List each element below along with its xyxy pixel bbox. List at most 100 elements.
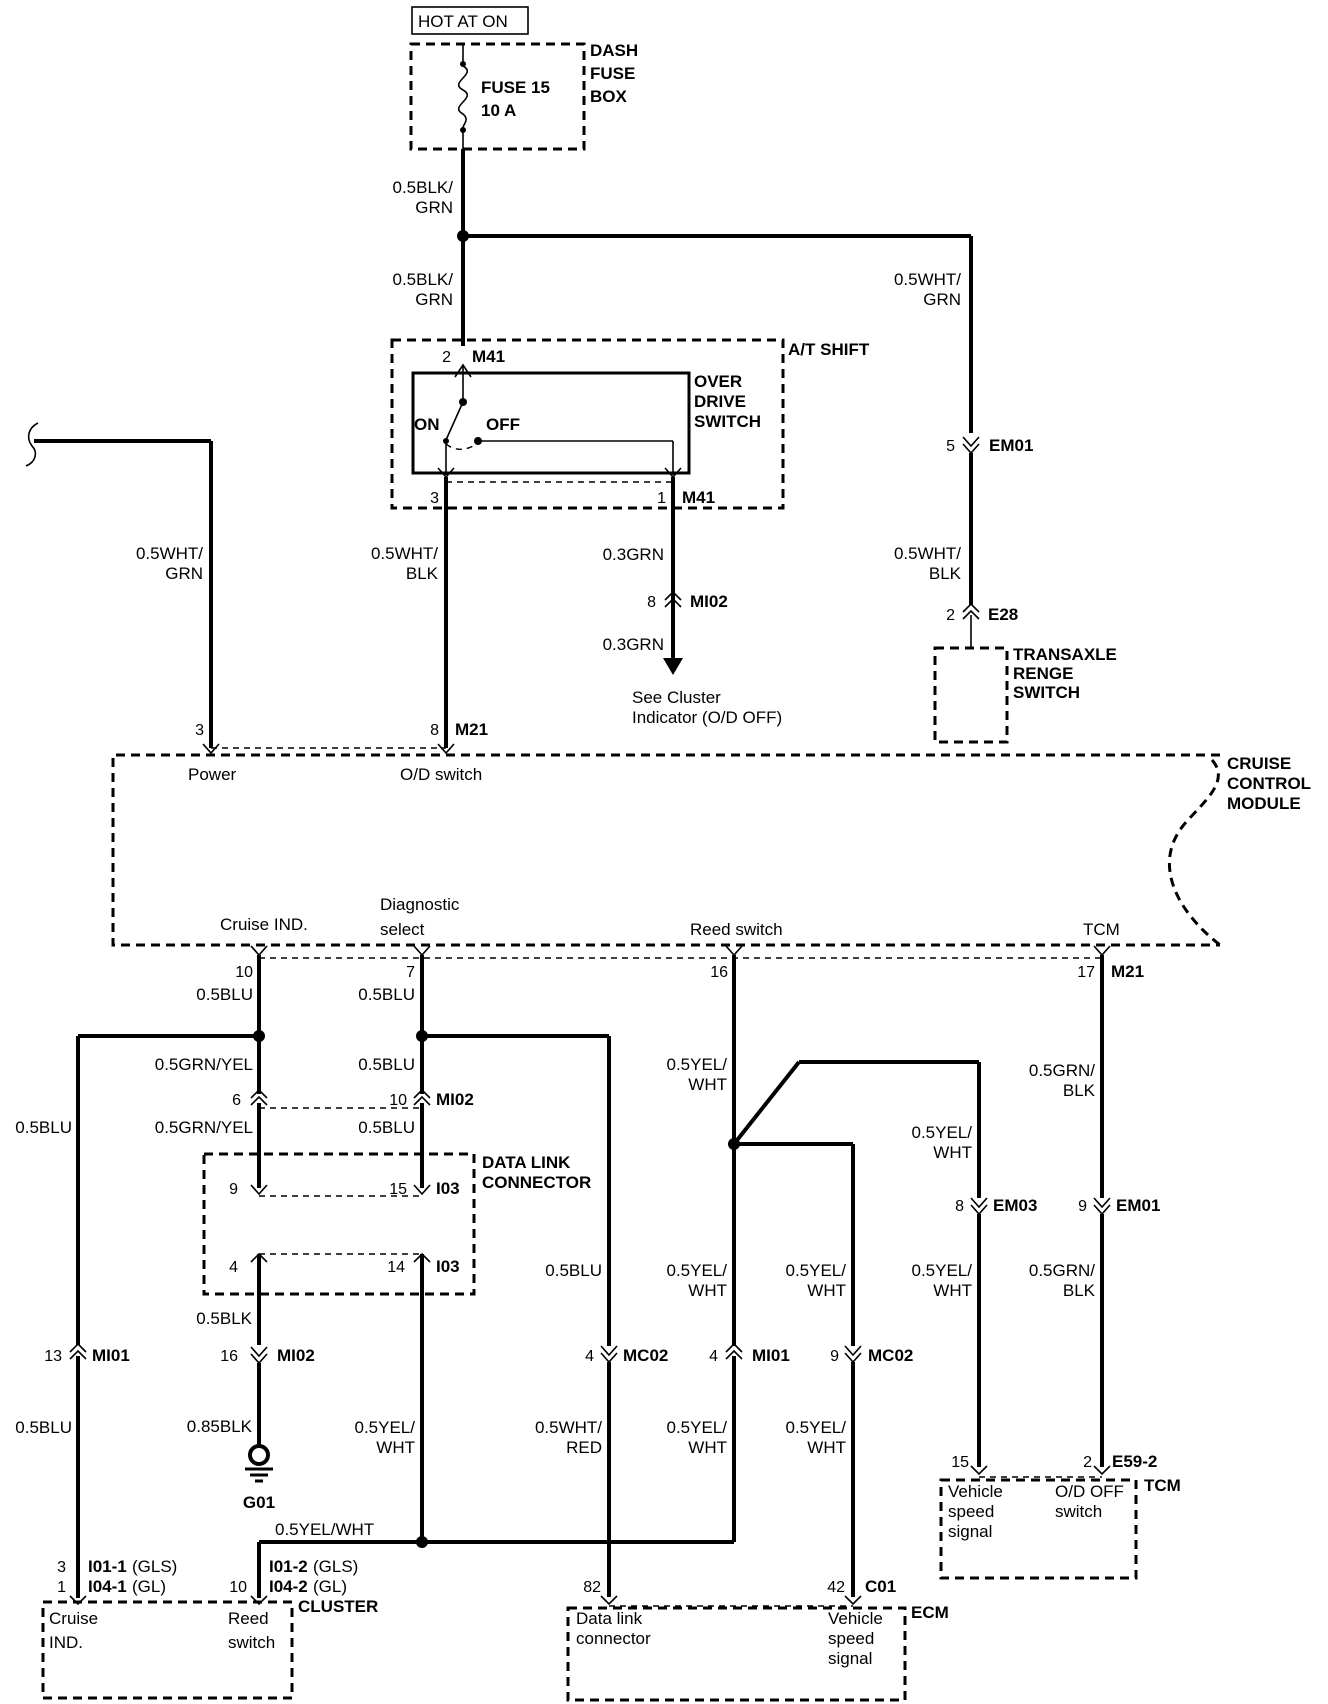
transaxle-title-1: TRANSAXLE <box>1013 645 1117 664</box>
wire-label: 0.85BLK <box>187 1417 253 1436</box>
pin-number: 4 <box>709 1348 718 1365</box>
pin-number: 3 <box>195 722 204 739</box>
wire-label: GRN <box>923 290 961 309</box>
see-cluster-text-1: See Cluster <box>632 688 721 707</box>
pin-number: 8 <box>647 594 656 611</box>
pin-number: 4 <box>229 1259 238 1276</box>
pin-number: 10 <box>229 1579 247 1596</box>
pin-number: 1 <box>657 490 666 507</box>
connector-m41-bottom: M41 <box>682 488 715 507</box>
connector-mi02-bottom: MI02 <box>277 1346 315 1365</box>
wire-label: 0.5WHT/ <box>894 270 961 289</box>
pin-number: 9 <box>830 1348 839 1365</box>
tcm-terminals <box>970 1465 1111 1476</box>
ccm-power-label: Power <box>188 765 237 784</box>
wire-label: 0.5YEL/ <box>667 1055 728 1074</box>
ground-g01-label: G01 <box>243 1493 275 1512</box>
tcm-od-label-2: switch <box>1055 1502 1102 1521</box>
dlc-title-1: DATA LINK <box>482 1153 571 1172</box>
transaxle-range-switch-box <box>933 646 1009 744</box>
wire-label: BLK <box>929 564 962 583</box>
pin-number: 9 <box>1078 1198 1087 1215</box>
pin-number: 7 <box>406 964 415 981</box>
pin-number: 16 <box>220 1348 238 1365</box>
ground-g01-symbol <box>245 1444 273 1483</box>
connector-mi01-right: MI01 <box>752 1346 790 1365</box>
overdrive-switch-title-1: OVER <box>694 372 742 391</box>
transaxle-title-2: RENGE <box>1013 664 1073 683</box>
wire-label: 0.5BLU <box>196 985 253 1004</box>
at-shift-box <box>390 338 785 510</box>
wire-label: 0.5BLU <box>15 1118 72 1137</box>
pin-number: 82 <box>583 1579 601 1596</box>
see-cluster-text-2: Indicator (O/D OFF) <box>632 708 782 727</box>
pin-number: 8 <box>430 722 439 739</box>
pin-number: 8 <box>955 1198 964 1215</box>
ecm-box <box>566 1606 907 1702</box>
tcm-vss-label-3: signal <box>948 1522 992 1541</box>
wire-label: 0.5YEL/ <box>912 1261 973 1280</box>
pin-number: 3 <box>57 1559 66 1576</box>
cluster-conn-2a: I01-2 <box>269 1557 308 1576</box>
connector-mi02-6 <box>250 1088 268 1106</box>
wire-label: WHT <box>688 1438 727 1457</box>
connector-mc02-4 <box>600 1345 618 1364</box>
cluster-conn-2b: (GLS) <box>313 1557 358 1576</box>
at-shift-title: A/T SHIFT <box>788 340 870 359</box>
overdrive-switch-title-2: DRIVE <box>694 392 746 411</box>
wire-label: GRN <box>165 564 203 583</box>
dash-fuse-box-title-2: FUSE <box>590 64 635 83</box>
fuse-label: FUSE 15 <box>481 78 550 97</box>
wire-label: 0.5YEL/ <box>912 1123 973 1142</box>
pin-number: 42 <box>827 1579 845 1596</box>
data-link-connector-box <box>202 1152 476 1296</box>
cluster-cruise-label-1: Cruise <box>49 1609 98 1628</box>
cluster-conn-2d: (GL) <box>313 1577 347 1596</box>
connector-m21-bottom: M21 <box>1111 962 1144 981</box>
ecm-vss-label-3: signal <box>828 1649 872 1668</box>
connector-em01-9 <box>1093 1197 1111 1216</box>
switch-on-label: ON <box>414 415 440 434</box>
ccm-top-terminals <box>202 743 455 755</box>
wire-label: 0.5GRN/YEL <box>155 1055 253 1074</box>
connector-em01-5 <box>962 436 980 455</box>
pin-number: 17 <box>1077 964 1095 981</box>
wire-label: 0.5YEL/ <box>667 1261 728 1280</box>
pin-number: 2 <box>1083 1454 1092 1471</box>
tcm-vss-label-2: speed <box>948 1502 994 1521</box>
wire-label: 0.5WHT/ <box>371 544 438 563</box>
wire-label: 0.5YEL/ <box>667 1418 728 1437</box>
wire-label: 0.5WHT/ <box>894 544 961 563</box>
wire-label: BLK <box>1063 1081 1096 1100</box>
pin-number: 15 <box>951 1454 969 1471</box>
connector-e28: E28 <box>988 605 1018 624</box>
transaxle-title-3: SWITCH <box>1013 683 1080 702</box>
connector-mi01-13 <box>69 1342 87 1360</box>
connector-e28-2 <box>962 602 980 620</box>
dash-fuse-box-title-1: DASH <box>590 41 638 60</box>
cluster-reed-label-1: Reed <box>228 1609 269 1628</box>
cluster-box <box>41 1600 294 1700</box>
wire-label: WHT <box>807 1438 846 1457</box>
tcm-title: TCM <box>1144 1476 1181 1495</box>
wire-break-symbol <box>25 422 39 467</box>
cluster-title: CLUSTER <box>298 1597 378 1616</box>
connector-em03: EM03 <box>993 1196 1037 1215</box>
wire-label: 0.5GRN/ <box>1029 1261 1095 1280</box>
connector-c01: C01 <box>865 1577 896 1596</box>
pin-number: 6 <box>232 1092 241 1109</box>
connector-mc02-left: MC02 <box>623 1346 668 1365</box>
ecm-title: ECM <box>911 1603 949 1622</box>
pin-number: 10 <box>235 964 253 981</box>
cluster-conn-1c: I04-1 <box>88 1577 127 1596</box>
switch-off-label: OFF <box>486 415 520 434</box>
connector-mi02-16 <box>250 1346 268 1365</box>
connector-e59-2: E59-2 <box>1112 1452 1157 1471</box>
wire-label: BLK <box>1063 1281 1096 1300</box>
wire-label: GRN <box>415 198 453 217</box>
wire-label: 0.5GRN/ <box>1029 1061 1095 1080</box>
ccm-diag-label-1: Diagnostic <box>380 895 460 914</box>
pin-number: 14 <box>387 1259 405 1276</box>
ccm-tcm-label: TCM <box>1083 920 1120 939</box>
